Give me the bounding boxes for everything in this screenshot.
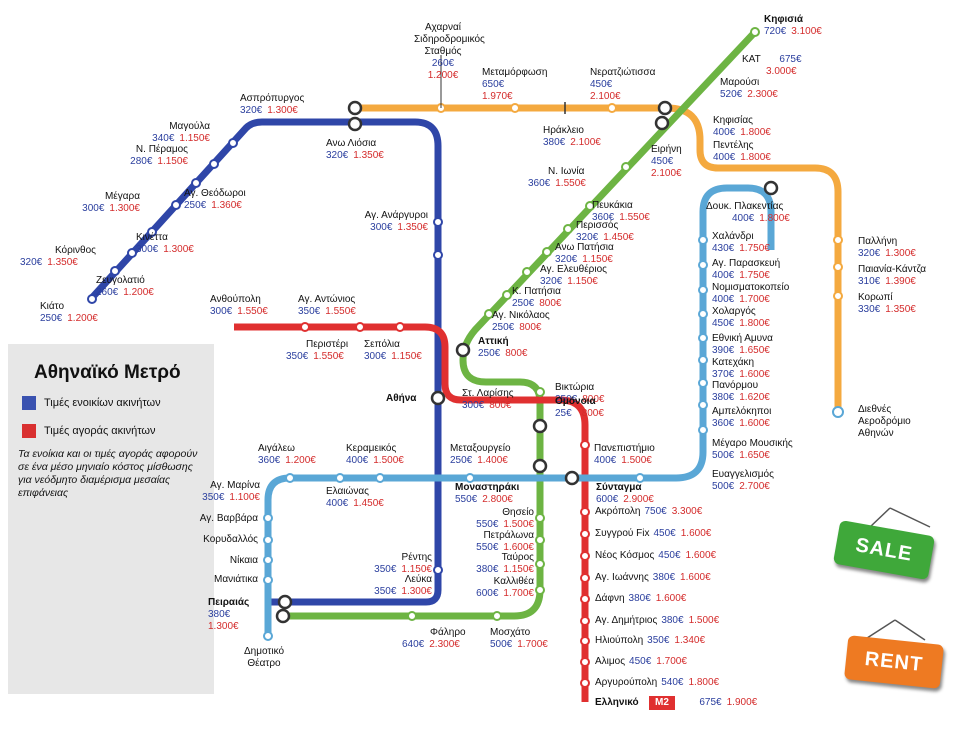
station-agtheodoroi: Αγ. Θεόδωροι 250€1.360€ (184, 188, 246, 211)
station-monastiraki: Μοναστηράκι 550€2.800€ (455, 482, 520, 505)
station-moschato: Μοσχάτο 500€1.700€ (490, 627, 548, 650)
station-kallithea: Καλλιθέα 600€1.700€ (476, 576, 534, 599)
station-marousi: Μαρούσι 520€2.300€ (720, 77, 778, 100)
station-thiseio: Θησείο 550€1.500€ (476, 507, 534, 530)
station-omonoia: Ομόνοια 25€800€ (555, 396, 604, 419)
line-red (234, 323, 589, 702)
legend-title: Αθηναϊκό Μετρό (34, 362, 181, 383)
station-megaromousikis: Μέγαρο Μουσικής 500€1.650€ (712, 438, 793, 461)
station-kiato: Κιάτο 250€1.200€ (40, 301, 98, 324)
station-metamorfosi: Μεταμόρφωση 650€1.970€ (482, 67, 548, 102)
station-piraeus: Πειραιάς 380€1.300€ (208, 597, 250, 632)
station-perissos: Περισσός 320€1.450€ (576, 220, 634, 243)
rent-swatch (22, 396, 36, 410)
station-paiania: Παιανία-Κάντζα 310€1.390€ (858, 264, 926, 287)
station-acharnai: Αχαρναί Σιδηροδρομικός Σταθμός 260€1.200… (414, 22, 485, 81)
station-maniatika: Μανιάτικα (214, 574, 258, 585)
station-chalandri: Χαλάνδρι 430€1.750€ (712, 231, 770, 254)
line-lightblue (264, 184, 775, 636)
station-panormou: Πανόρμου 380€1.620€ (712, 380, 770, 403)
station-stlarisis: Στ. Λαρίσης 300€800€ (462, 388, 514, 411)
station-tavros: Ταύρος 380€1.150€ (476, 552, 534, 575)
station-eirini: Ειρήνη 450€2.100€ (651, 144, 682, 179)
station-dimotiko: Δημοτικό Θέατρο (243, 646, 285, 669)
station-sepolia: Σεπόλια 300€1.150€ (364, 339, 422, 362)
station-megara: Μέγαρα 300€1.300€ (82, 191, 140, 214)
station-nperamos: Ν. Πέραμος 280€1.150€ (130, 144, 188, 167)
station-peristeri: Περιστέρι 350€1.550€ (286, 339, 349, 362)
station-nomismatokopeio: Νομισματοκοπείο 400€1.700€ (712, 282, 790, 305)
line-badge-m2: M2 (649, 696, 675, 710)
station-athina: Αθήνα (386, 393, 417, 404)
station-metaxourgeio: Μεταξουργείο 250€1.400€ (450, 443, 511, 466)
station-kinetta: Κινέττα 300€1.300€ (136, 232, 194, 255)
station-aganargyroi: Αγ. Ανάργυροι 300€1.350€ (364, 210, 428, 233)
station-petralona: Πετράλωνα 550€1.600€ (476, 530, 534, 553)
station-doukplakentias: Δουκ. Πλακεντίας 400€1.800€ (706, 201, 790, 224)
station-kpatisia: Κ. Πατήσια 250€800€ (512, 286, 562, 309)
legend-rent-label: Τιμές ενοικίων ακινήτων (44, 397, 161, 409)
line-blue (87, 118, 442, 606)
station-agparaskevi: Αγ. Παρασκευή 400€1.750€ (712, 258, 781, 281)
station-nionia: Ν. Ιωνία 360€1.550€ (528, 166, 586, 189)
station-syntagma: Σύνταγμα 600€2.900€ (596, 482, 654, 505)
station-katechaki: Κατεχάκη 370€1.600€ (712, 357, 770, 380)
station-elaionas: Ελαιώνας 400€1.450€ (326, 486, 384, 509)
station-agvarvara: Αγ. Βαρβάρα (199, 513, 258, 524)
line-orange (355, 104, 842, 412)
station-dots (87, 103, 844, 688)
station-aerodromio: Διεθνές Αεροδρόμιο Αθηνών (858, 404, 911, 439)
station-koropi: Κορωπί 330€1.350€ (858, 292, 916, 315)
sale-swatch (22, 424, 36, 438)
legend-panel: Αθηναϊκό Μετρό Τιμές ενοικίων ακινήτων Τ… (8, 344, 214, 694)
station-magoula: Μαγούλα 340€1.150€ (152, 121, 210, 144)
interchange-dots (275, 100, 779, 624)
legend-sale-label: Τιμές αγοράς ακινήτων (44, 425, 156, 437)
station-aigaleo: Αιγάλεω 360€1.200€ (258, 443, 316, 466)
station-ageleftherios: Αγ. Ελευθέριος 320€1.150€ (540, 264, 607, 287)
station-zevgolatio: Ζευγολατιό 260€1.200€ (96, 275, 154, 298)
station-kifisias: Κηφισίας 400€1.800€ (713, 115, 771, 138)
station-evangelismos: Ευαγγελισμός 500€2.700€ (712, 469, 774, 492)
station-panepistimio: Πανεπιστήμιο 400€1.500€ (594, 443, 655, 466)
station-pentelis: Πεντέλης 400€1.800€ (713, 140, 771, 163)
station-korydallos: Κορυδαλλός (203, 534, 258, 545)
station-korinthos: Κόρινθος 320€1.350€ (20, 245, 96, 268)
station-anoliosia: Ανω Λιόσια 320€1.350€ (326, 138, 384, 161)
station-ampelokipoi: Αμπελόκηποι 360€1.600€ (712, 406, 772, 429)
station-faliro: Φάληρο 640€2.300€ (402, 627, 466, 650)
station-pallini: Παλλήνη 320€1.300€ (858, 236, 916, 259)
legend-note: Τα ενοίκια και οι τιμές αγοράς αφορούν σ… (18, 448, 198, 499)
station-neratziotissa: Νερατζιώτισσα 450€2.100€ (590, 67, 656, 102)
station-agnikolaos: Αγ. Νικόλαος 250€800€ (492, 310, 550, 333)
station-kifisia: Κηφισιά 720€3.100€ (764, 14, 822, 37)
station-anopatisia: Ανω Πατήσια 320€1.150€ (555, 242, 614, 265)
station-iraklio: Ηράκλειο 380€2.100€ (543, 125, 601, 148)
station-anthoupoli: Ανθούπολη 300€1.550€ (210, 294, 268, 317)
station-kerameikos: Κεραμεικός 400€1.500€ (346, 443, 404, 466)
station-agmarina: Αγ. Μαρίνα 350€1.100€ (202, 480, 260, 503)
station-ethnikiamyna: Εθνική Αμυνα 390€1.650€ (712, 333, 773, 356)
station-aspropyrgos: Ασπρόπυργος 320€1.300€ (240, 93, 305, 116)
station-agantonios: Αγ. Αντώνιος 350€1.550€ (298, 294, 356, 317)
station-kat: ΚΑΤ 675€ 3.000€ (742, 54, 802, 77)
station-pefkakia: Πευκάκια 360€1.550€ (592, 200, 650, 223)
station-elliniko: Ελληνικό 675€1.900€ (595, 697, 758, 708)
station-attiki: Αττική 250€800€ (478, 336, 528, 359)
station-lefka: Λεύκα 350€1.300€ (374, 574, 432, 597)
station-viktoria: Βικτώρια 250€800€ (555, 382, 605, 405)
station-cholargos: Χολαργός 450€1.800€ (712, 306, 770, 329)
station-nikaia: Νίκαια (229, 555, 258, 566)
station-rentis: Ρέντης 350€1.150€ (374, 552, 432, 575)
